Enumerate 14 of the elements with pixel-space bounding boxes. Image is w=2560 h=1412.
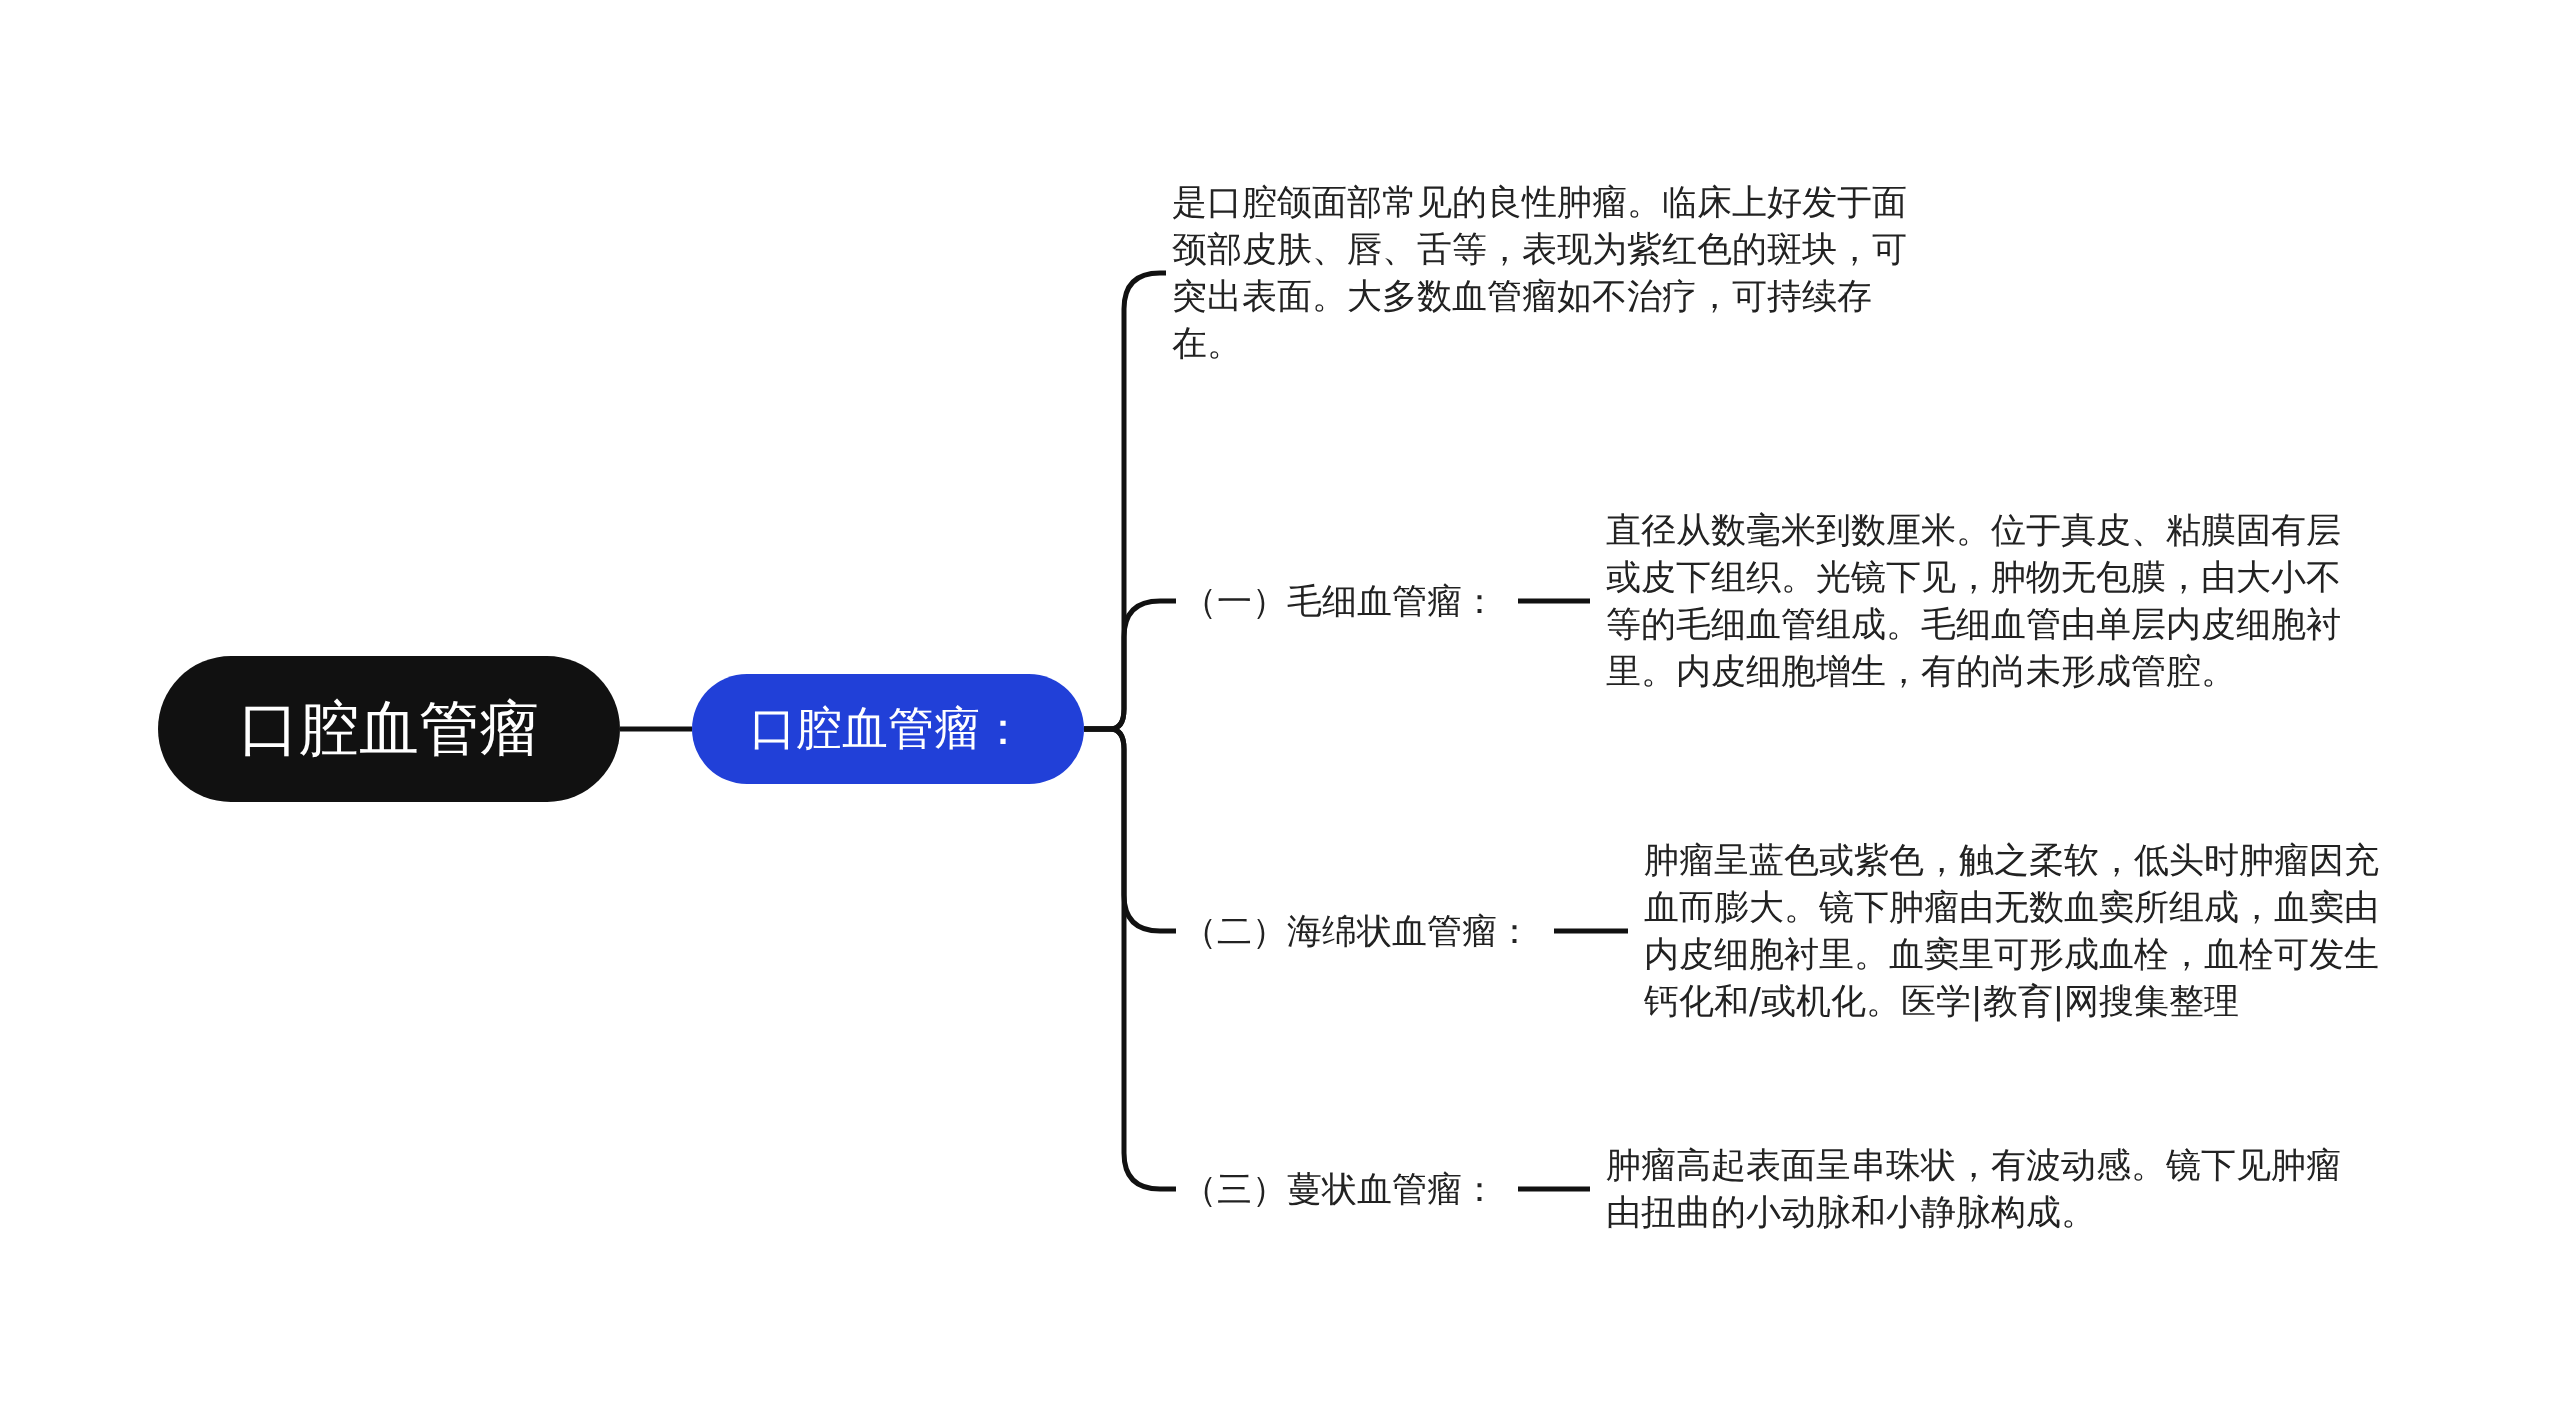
subtopic-label: （二）海绵状血管瘤： xyxy=(1182,907,1540,955)
connector-line xyxy=(1554,928,1628,934)
description-text: 肿瘤呈蓝色或紫色，触之柔软，低头时肿瘤因充血而膨大。镜下肿瘤由无数血窦所组成，血窦由内皮细胞衬里。血窦里可形成血栓，血栓可发生钙化和/或机化。医学|教育|网搜集整理 xyxy=(1644,837,2396,1025)
description-text: 是口腔颌面部常见的良性肿瘤。临床上好发于面颈部皮肤、唇、舌等，表现为紫红色的斑块，可突出表面。大多数血管瘤如不治疗，可持续存在。 xyxy=(1172,179,1922,367)
description-text: 直径从数毫米到数厘米。位于真皮、粘膜固有层或皮下组织。光镜下见，肿物无包膜，由大小不等的毛细血管组成。毛细血管由单层内皮细胞衬里。内皮细胞增生，有的尚未形成管腔。 xyxy=(1606,507,2358,695)
connector-line xyxy=(620,726,692,732)
subtopic-label: （一）毛细血管瘤： xyxy=(1182,577,1504,625)
description-text: 肿瘤高起表面呈串珠状，有波动感。镜下见肿瘤由扭曲的小动脉和小静脉构成。 xyxy=(1606,1142,2358,1236)
connector-line xyxy=(1084,726,1176,1192)
subtopic-label: （三）蔓状血管瘤： xyxy=(1182,1165,1504,1213)
connector-line xyxy=(1518,1186,1590,1192)
connector-line xyxy=(1518,598,1590,604)
central-topic-pill: 口腔血管瘤 xyxy=(158,656,620,802)
main-topic-pill: 口腔血管瘤： xyxy=(692,674,1084,784)
